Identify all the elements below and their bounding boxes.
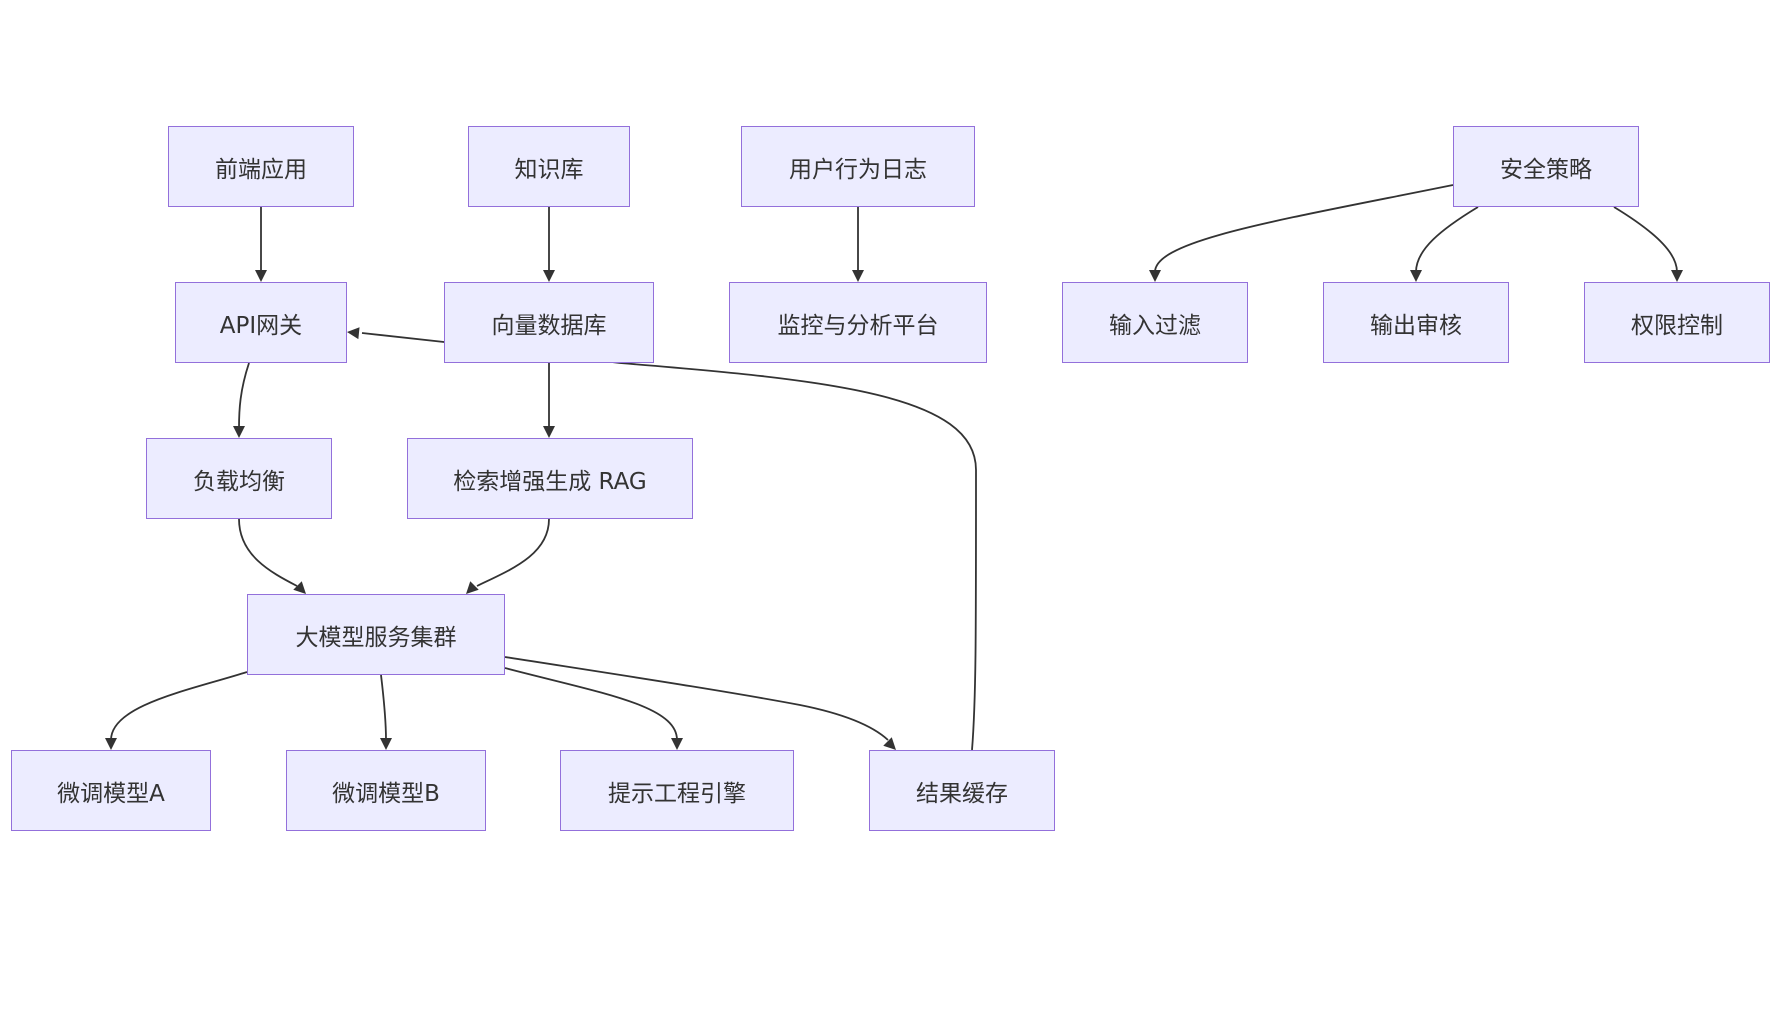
arrowhead-gateway-to-lb	[233, 426, 245, 438]
node-result-cache: 结果缓存	[869, 750, 1055, 831]
edge-llm-to-cache	[504, 656, 889, 741]
arrowhead-frontend-to-gateway	[255, 270, 267, 282]
edge-rag-to-llm	[476, 518, 550, 587]
node-api-gateway: API网关	[175, 282, 347, 363]
edge-lb-to-llm	[238, 518, 298, 587]
node-frontend-app: 前端应用	[168, 126, 354, 207]
arrowhead-security-to-inputfilter	[1149, 270, 1161, 282]
node-prompt-engine: 提示工程引擎	[560, 750, 794, 831]
node-output-audit: 输出审核	[1323, 282, 1509, 363]
edge-llm-to-prompt	[504, 667, 678, 741]
node-llm-cluster: 大模型服务集群	[247, 594, 505, 675]
edge-security-to-inputfilter	[1154, 184, 1454, 273]
node-knowledge-base: 知识库	[468, 126, 630, 207]
node-input-filter: 输入过滤	[1062, 282, 1248, 363]
node-finetuned-model-a: 微调模型A	[11, 750, 211, 831]
arrowhead-cache-to-gateway	[347, 327, 360, 340]
node-monitoring-platform: 监控与分析平台	[729, 282, 987, 363]
node-permission-control: 权限控制	[1584, 282, 1770, 363]
arrowhead-llm-to-ftA	[105, 738, 117, 750]
edge-gateway-to-lb	[238, 362, 250, 429]
arrowhead-security-to-permission	[1671, 270, 1683, 282]
edge-llm-to-ftB	[380, 674, 387, 741]
arrowhead-vectordb-to-rag	[543, 426, 555, 438]
edge-security-to-permission	[1613, 206, 1678, 273]
arrowhead-lb-to-llm	[293, 581, 306, 594]
arrowhead-llm-to-prompt	[671, 738, 683, 750]
edge-llm-to-ftA	[110, 671, 248, 741]
node-finetuned-model-b: 微调模型B	[286, 750, 486, 831]
node-rag: 检索增强生成 RAG	[407, 438, 693, 519]
arrowhead-security-to-outaudit	[1410, 270, 1422, 282]
arrowhead-userlog-to-monitor	[852, 270, 864, 282]
arrowhead-rag-to-llm	[466, 581, 479, 594]
arrowhead-kb-to-vectordb	[543, 270, 555, 282]
edge-cache-to-gateway	[361, 332, 977, 751]
edge-security-to-outaudit	[1415, 206, 1479, 273]
arrowhead-llm-to-ftB	[380, 738, 392, 750]
node-security-policy: 安全策略	[1453, 126, 1639, 207]
node-load-balancer: 负载均衡	[146, 438, 332, 519]
node-user-behavior-log: 用户行为日志	[741, 126, 975, 207]
arrowhead-llm-to-cache	[883, 737, 896, 750]
node-vector-database: 向量数据库	[444, 282, 654, 363]
